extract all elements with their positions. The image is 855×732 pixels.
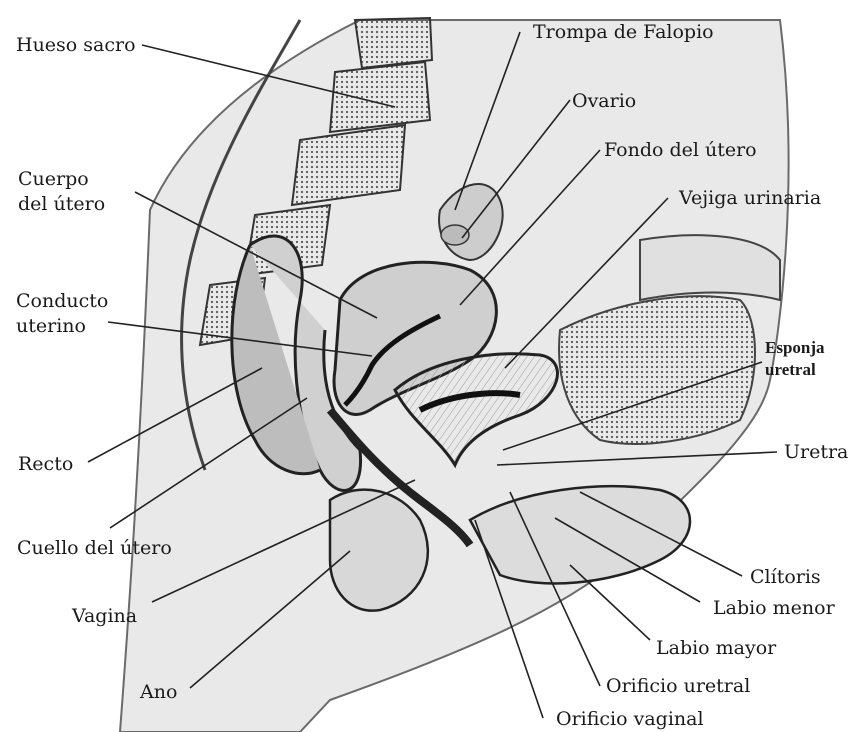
label-esponja-uretral: Esponja uretral — [765, 337, 825, 381]
label-conducto-line-2: uterino — [16, 314, 108, 339]
label-orificio-vaginal: Orificio vaginal — [556, 707, 704, 732]
label-esponja-line-2: uretral — [765, 359, 825, 381]
label-conducto-line-1: Conducto — [16, 289, 108, 314]
label-uretra: Uretra — [784, 440, 848, 465]
label-hueso-sacro: Hueso sacro — [16, 33, 136, 58]
label-ano: Ano — [140, 680, 177, 705]
label-cuerpo-line-2: del útero — [18, 192, 105, 217]
label-trompa-de-falopio: Trompa de Falopio — [533, 20, 714, 45]
label-ovario: Ovario — [572, 89, 636, 114]
label-clitoris: Clítoris — [750, 565, 821, 590]
label-cuerpo-del-utero: Cuerpo del útero — [18, 167, 105, 217]
label-cuerpo-line-1: Cuerpo — [18, 167, 105, 192]
label-vagina: Vagina — [72, 604, 137, 629]
label-orificio-uretral: Orificio uretral — [606, 674, 750, 699]
label-recto: Recto — [18, 452, 73, 477]
label-fondo-del-utero: Fondo del útero — [604, 138, 757, 163]
label-labio-menor: Labio menor — [713, 596, 835, 621]
label-cuello-del-utero: Cuello del útero — [17, 536, 172, 561]
label-esponja-line-1: Esponja — [765, 337, 825, 359]
label-labio-mayor: Labio mayor — [656, 636, 776, 661]
label-conducto-uterino: Conducto uterino — [16, 289, 108, 339]
label-vejiga-urinaria: Vejiga urinaria — [679, 186, 821, 211]
